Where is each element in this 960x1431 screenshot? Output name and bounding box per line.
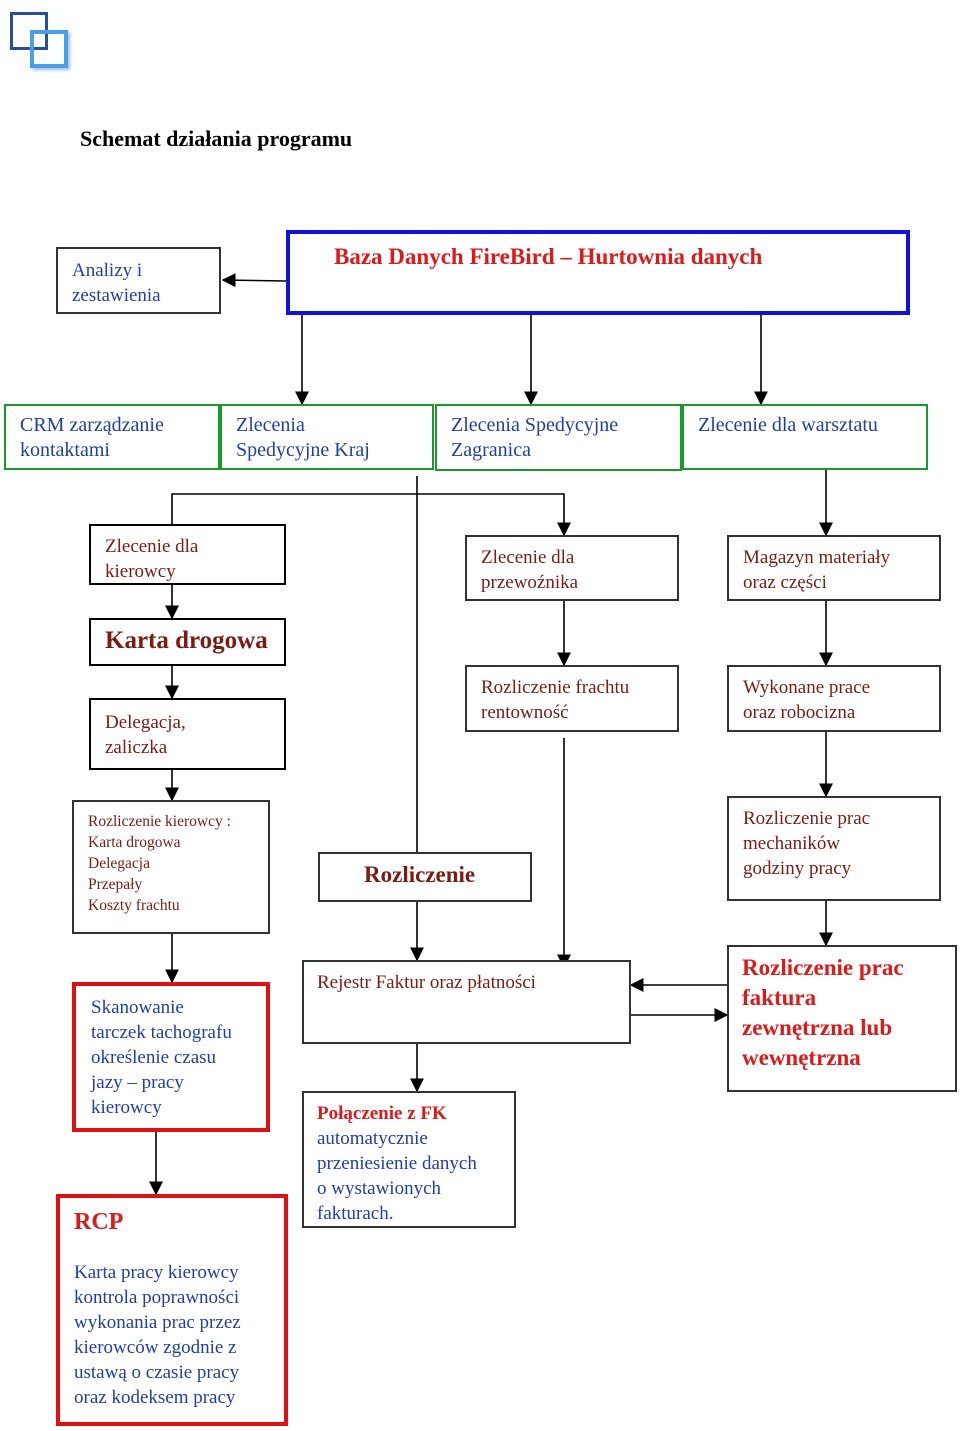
- box-rejestr-faktur: Rejestr Faktur oraz płatności: [302, 960, 631, 1044]
- box-rozliczenie-kierowcy: Rozliczenie kierowcy : Karta drogowa Del…: [72, 800, 270, 934]
- box-zlecenia-zagranica: Zlecenia Spedycyjne Zagranica: [435, 404, 682, 471]
- box-baza-danych: Baza Danych FireBird – Hurtownia danych: [286, 230, 910, 315]
- box-crm: CRM zarządzanie kontaktami: [4, 404, 220, 470]
- box-rcp: RCP Karta pracy kierowcy kontrola popraw…: [56, 1194, 288, 1426]
- box-zlecenie-warsztatu: Zlecenie dla warsztatu: [682, 404, 928, 470]
- box-rozliczenie-frachtu: Rozliczenie frachtu rentowność: [465, 665, 679, 732]
- rcp-title: RCP: [74, 1209, 124, 1235]
- box-rozliczenie: Rozliczenie: [318, 852, 532, 902]
- box-analizy: Analizy i zestawienia: [56, 247, 221, 314]
- box-zlecenie-kierowcy: Zlecenie dla kierowcy: [89, 524, 286, 585]
- box-karta-drogowa: Karta drogowa: [89, 618, 286, 666]
- box-rozliczenie-mechanikow: Rozliczenie prac mechaników godziny prac…: [727, 796, 941, 901]
- fk-title: Połączenie z FK: [317, 1103, 447, 1124]
- box-wykonane-prace: Wykonane prace oraz robocizna: [727, 665, 941, 732]
- box-zlecenie-przewoznika: Zlecenie dla przewoźnika: [465, 535, 679, 601]
- page-title: Schemat działania programu: [80, 126, 353, 151]
- logo-square-front-icon: [30, 30, 68, 68]
- box-faktura: Rozliczenie prac faktura zewnętrzna lub …: [727, 945, 957, 1092]
- box-skanowanie: Skanowanie tarczek tachografu określenie…: [72, 982, 270, 1132]
- box-delegacja: Delegacja, zaliczka: [89, 698, 286, 770]
- box-fk: Połączenie z FK automatycznie przeniesie…: [302, 1091, 516, 1228]
- box-magazyn: Magazyn materiały oraz części: [727, 535, 941, 601]
- logo: [8, 10, 72, 70]
- box-zlecenia-kraj: Zlecenia Spedycyjne Kraj: [220, 404, 434, 470]
